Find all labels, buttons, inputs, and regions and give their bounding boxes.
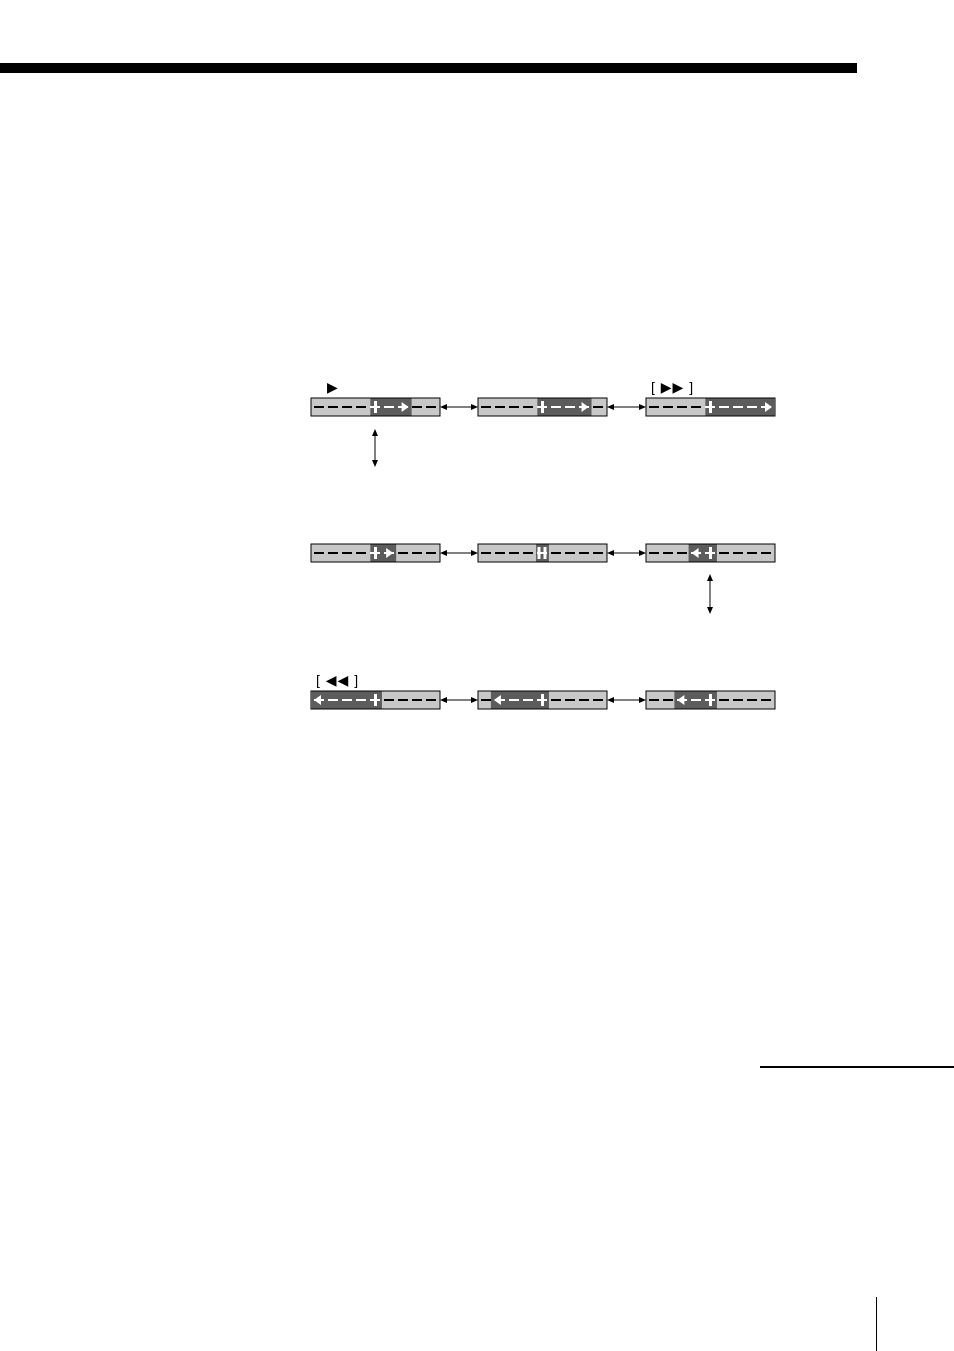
- page-edge-rule: [876, 1297, 877, 1351]
- indicator-bar-cue-slow: [478, 398, 607, 416]
- indicator-bar-review-slow: [478, 691, 607, 709]
- indicator-bar-review-fast: [311, 691, 440, 709]
- indicator-bar-play-reverse: [646, 691, 775, 709]
- indicator-bar-play-forward: [311, 398, 440, 416]
- indicator-bar-slow-reverse: [646, 544, 775, 562]
- indicator-bar-slow-forward: [311, 544, 440, 562]
- indicator-bar-cue-fast: [646, 398, 775, 416]
- indicator-bar-still: [478, 544, 607, 562]
- section-rule: [760, 1066, 954, 1068]
